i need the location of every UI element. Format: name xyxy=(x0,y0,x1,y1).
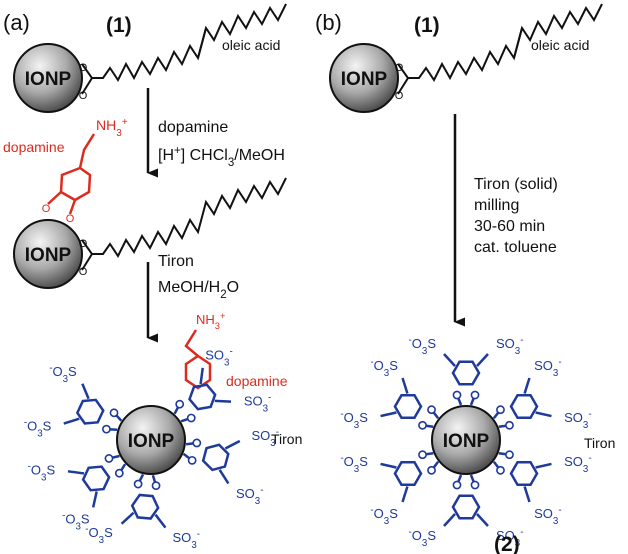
sulfonate-group: SO3- xyxy=(236,484,263,506)
nanoparticle-label: IONP xyxy=(25,245,72,266)
tiron-ligand: SO3- SO3- xyxy=(173,346,271,423)
sulfonate-group: -O3S xyxy=(370,357,398,379)
oxygen-atom: O xyxy=(79,62,88,74)
dopamine-label-a: dopamine xyxy=(3,139,65,155)
tiron-ligand: SO3- SO3- xyxy=(492,450,592,526)
milling-condition-2: milling xyxy=(474,197,519,214)
tiron-ligand: -O3S SO3- xyxy=(85,473,200,551)
sulfonate-group: -O3S xyxy=(28,461,56,483)
tiron-ligand: -O3S -O3S xyxy=(28,454,127,532)
sulfonate-group: SO3- xyxy=(564,453,591,475)
oleate-chain-b1 xyxy=(397,3,603,95)
compound-1-label-b: (1) xyxy=(414,14,440,37)
iron-oxide-nanoparticle-b1: IONP xyxy=(329,43,399,113)
ammonium-group: NH3+ xyxy=(196,311,225,331)
compound-2-label: (2) xyxy=(494,533,520,554)
milling-condition-4: cat. toluene xyxy=(474,239,557,256)
oleate-chain-a1 xyxy=(81,3,287,95)
sulfonate-group: -O3S xyxy=(409,527,437,549)
tiron-ligand: SO3- SO3- xyxy=(182,426,279,506)
dopamine-ligand xyxy=(47,133,96,215)
sulfonate-group: SO3- xyxy=(534,504,561,526)
sulfonate-group: -O3S xyxy=(62,510,90,532)
sulfonate-group: SO3- xyxy=(244,392,271,414)
milling-condition-3: 30-60 min xyxy=(474,218,545,235)
panel-a-label: (a) xyxy=(3,10,30,35)
nanoparticle-label: IONP xyxy=(25,69,72,90)
sulfonate-group: SO3- xyxy=(564,408,591,430)
oxygen-atom: O xyxy=(79,90,88,102)
tiron-ligand: -O3S -O3S xyxy=(340,450,440,526)
iron-oxide-nanoparticle-a1: IONP xyxy=(13,43,83,113)
panel-b-label: (b) xyxy=(315,10,342,35)
oleic-acid-label-a: oleic acid xyxy=(222,37,280,53)
milling-condition-1: Tiron (solid) xyxy=(474,176,558,193)
sulfonate-group: -O3S xyxy=(409,335,437,357)
oxygen-atom: O xyxy=(79,238,88,250)
oxygen-atom: O xyxy=(42,203,51,215)
sulfonate-group: -O3S xyxy=(340,408,368,430)
oleic-acid-label-b: oleic acid xyxy=(531,37,589,53)
oleate-chain-a2 xyxy=(81,177,287,271)
nanoparticle-label: IONP xyxy=(443,431,490,452)
tiron-ligand: -O3S SO3- xyxy=(409,474,523,549)
sulfonate-group: -O3S xyxy=(24,417,52,439)
step2-reagent: Tiron xyxy=(158,253,194,270)
oxygen-atom: O xyxy=(395,90,404,102)
tiron-label-b: Tiron xyxy=(584,435,615,451)
oxygen-atom: O xyxy=(395,62,404,74)
dopamine-label-product: dopamine xyxy=(226,373,288,389)
nanoparticle-label: IONP xyxy=(128,431,175,452)
compound-1-label-a: (1) xyxy=(106,14,132,37)
sulfonate-group: SO3- xyxy=(496,335,523,357)
nanoparticle-label: IONP xyxy=(341,69,388,90)
sulfonate-group: -O3S xyxy=(340,453,368,475)
oxygen-atom: O xyxy=(66,213,75,225)
sulfonate-group: SO3- xyxy=(251,426,278,448)
tiron-label-a: Tiron xyxy=(271,431,302,447)
iron-oxide-nanoparticle-a2: IONP xyxy=(13,219,83,289)
tiron-ligand: SO3- SO3- xyxy=(492,357,592,430)
iron-oxide-nanoparticle-a3: IONP xyxy=(116,405,186,475)
sulfonate-group: SO3- xyxy=(205,346,232,368)
tiron-ligand: -O3S -O3S xyxy=(340,357,440,430)
oxygen-atom: O xyxy=(79,266,88,278)
sulfonate-group: SO3- xyxy=(173,529,200,551)
sulfonate-group: -O3S xyxy=(85,524,113,546)
sulfonate-group: -O3S xyxy=(370,504,398,526)
ammonium-group: NH3+ xyxy=(96,117,128,139)
tiron-ligand: SO3- -O3S xyxy=(409,335,523,406)
tiron-ligand: -O3S -O3S xyxy=(24,363,123,439)
dopamine-ligand-product xyxy=(184,329,212,390)
step1-reagent: dopamine xyxy=(158,119,228,136)
sulfonate-group: -O3S xyxy=(49,363,77,385)
sulfonate-group: SO3- xyxy=(534,357,561,379)
sulfonate-group: SO3- xyxy=(496,527,523,549)
step2-conditions: MeOH/H2O xyxy=(158,279,239,301)
step1-conditions: [H+] CHCl3/MeOH xyxy=(158,145,285,169)
iron-oxide-nanoparticle-b2: IONP xyxy=(431,405,501,475)
